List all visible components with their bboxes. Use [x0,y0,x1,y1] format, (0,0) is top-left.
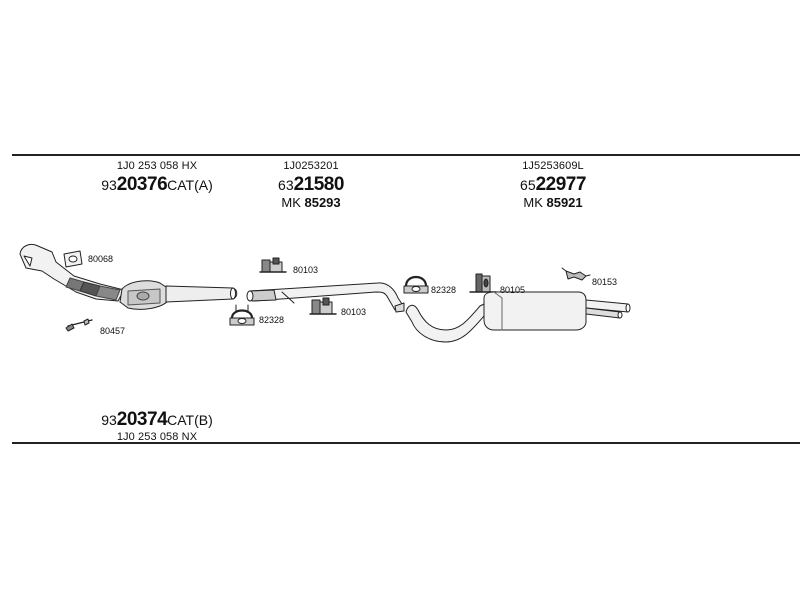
rear-silencer-code-prefix: 65 [520,177,536,193]
rear-silencer-mk-prefix: MK [523,195,543,210]
middle-pipe-mk: MK 85293 [256,196,366,209]
cat-a-part-code: 9320376CAT(A) [92,175,222,194]
cat-b-part-code: 9320374CAT(B) [92,410,222,429]
cat-a-code-suffix: CAT(A) [167,177,213,193]
cat-b-oe-number: 1J0 253 058 NX [116,431,198,443]
bolt-label: 80457 [100,326,125,336]
bolt-part [65,318,93,332]
clamp-rear-part [403,275,429,294]
bracket-upper-label: 80103 [293,265,318,275]
clamp-rear-label: 82328 [431,285,456,295]
middle-pipe-part-code: 6321580 [256,175,366,194]
middle-pipe-mk-number: 85293 [304,195,341,210]
middle-pipe-code-bold: 21580 [293,174,345,195]
cat-a-code-prefix: 93 [101,177,117,193]
middle-pipe-code-prefix: 63 [278,177,294,193]
cat-a-code-bold: 20376 [116,174,168,195]
cat-a-oe-number: 1J0 253 058 HX [116,160,198,172]
hanger-label: 80153 [592,277,617,287]
rubber-mount-part [469,273,497,293]
rear-silencer-mk: MK 85921 [498,196,608,209]
cat-b-code-bold: 20374 [116,409,168,430]
middle-pipe-oe-number: 1J0253201 [283,160,339,172]
rear-silencer-part-code: 6522977 [498,175,608,194]
bracket-lower-part [309,297,337,315]
cat-b-code-suffix: CAT(B) [167,412,213,428]
rear-silencer-oe-number: 1J5253609L [522,160,584,172]
rear-silencer-code-bold: 22977 [535,174,587,195]
rear-silencer-part [405,291,631,343]
gasket-part [63,250,83,268]
middle-pipe-label: 1J0253201 6321580 MK 85293 [256,160,366,210]
clamp-front-label: 82328 [259,315,284,325]
middle-pipe-mk-prefix: MK [281,195,301,210]
cat-a-label: 1J0 253 058 HX 9320376CAT(A) [92,160,222,195]
bracket-lower-label: 80103 [341,307,366,317]
bottom-divider [12,442,800,444]
cat-b-label: 9320374CAT(B) 1J0 253 058 NX [92,410,222,443]
rear-silencer-mk-number: 85921 [546,195,583,210]
rear-silencer-label: 1J5253609L 6522977 MK 85921 [498,160,608,210]
rubber-mount-label: 80105 [500,285,525,295]
gasket-label: 80068 [88,254,113,264]
catalytic-converter-assembly [19,243,238,310]
clamp-front-part [229,304,255,326]
middle-pipe-part [246,282,405,313]
top-divider [12,154,800,156]
bracket-upper-part [259,257,287,273]
cat-b-code-prefix: 93 [101,412,117,428]
hanger-part [561,267,591,281]
